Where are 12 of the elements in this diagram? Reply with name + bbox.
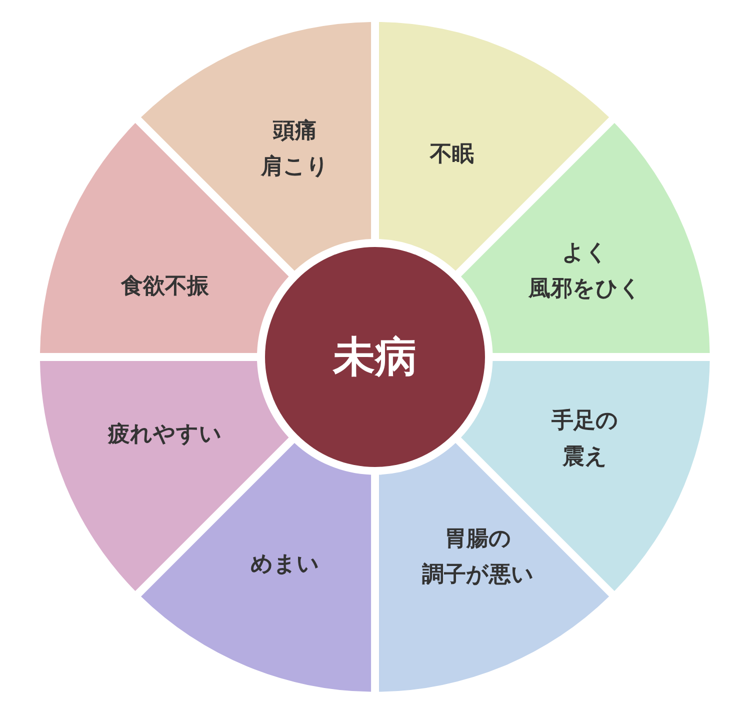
wheel-segment bbox=[379, 443, 610, 692]
symptom-label: よく風邪をひく bbox=[528, 240, 642, 304]
wheel-segment bbox=[379, 22, 610, 271]
symptom-label: 頭痛肩こり bbox=[260, 118, 329, 182]
symptom-label: 胃腸の調子が悪い bbox=[422, 526, 534, 590]
symptom-label: 疲れやすい bbox=[108, 420, 222, 449]
symptom-label: 手足の震え bbox=[551, 408, 618, 472]
wheel-segment bbox=[140, 22, 371, 271]
center-title: 未病 bbox=[333, 331, 417, 383]
symptom-label: めまい bbox=[250, 550, 320, 579]
symptom-label: 不眠 bbox=[430, 140, 474, 169]
symptom-label: 食欲不振 bbox=[120, 272, 209, 301]
